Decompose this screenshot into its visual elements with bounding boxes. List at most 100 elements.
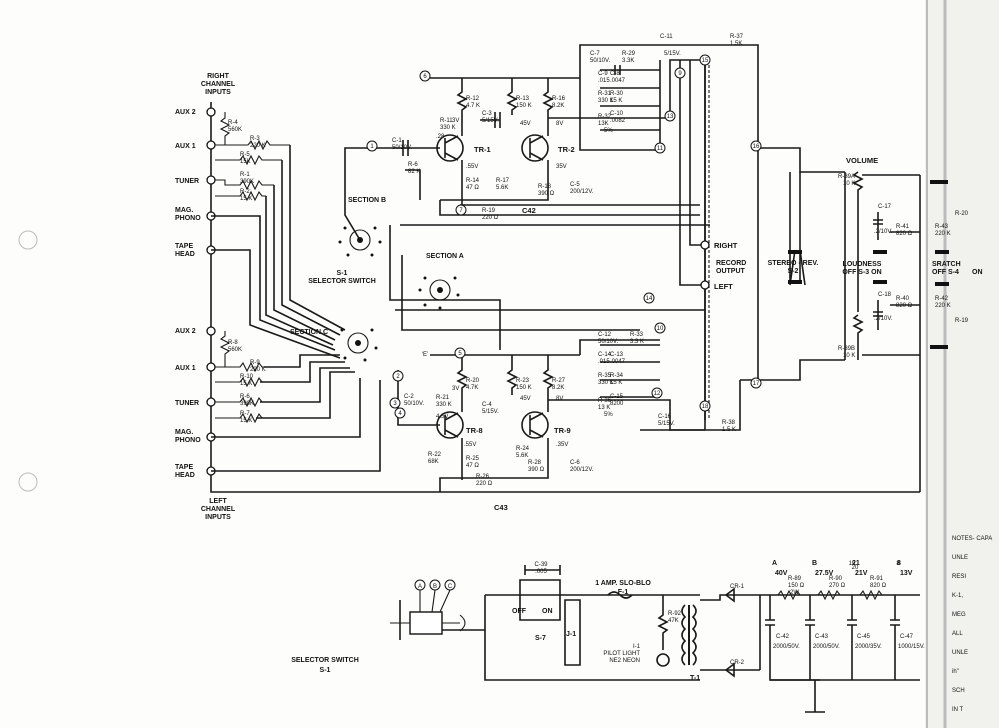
lower-part-14: R-21 [436,395,450,401]
input-label-right-6: HEAD [175,251,195,258]
loudness-label-0: LOUDNESS [843,261,882,268]
volume-part-3: 10 K [843,353,855,359]
lower-part-58: 8V [556,396,563,402]
supply-res-1: 150 Ω [788,583,805,589]
left-channel-inputs-label-0: LEFT [209,498,227,505]
supply-res-3: R-90 [829,576,843,582]
supply-res-0: R-89 [788,576,802,582]
switches-s2-s3-s4 [788,180,949,349]
right-output-label: RIGHT [714,241,738,250]
upper-part-35: 50/10V. [590,58,610,64]
input-label-left-0: AUX 2 [175,328,196,335]
volume-part-1: 10 K [843,181,855,187]
volume-part-14: R-42 [935,296,949,302]
upper-part-28: R-18 [538,184,552,190]
lower-part-60: .35V [556,442,568,448]
input-label-right-1: AUX 1 [175,143,196,150]
node-number-18: 19 [849,561,856,567]
j1-label: J-1 [566,631,576,638]
input-label-left-6: HEAD [175,472,195,479]
lower-part-28: R-24 [516,446,530,452]
upper-part-54: 1.5K [730,41,742,47]
lower-part-32: C-6 [570,460,580,466]
input-label-right-5: TAPE [175,243,193,250]
c39-label-1: .005 [535,569,547,575]
node-number-17: 8 [896,561,900,567]
knob-terminal-0: A [418,584,422,590]
lower-part-33: 200/12V. [570,467,594,473]
lower-part-12: R-22 [428,452,442,458]
upper-part-10: C-1 [392,138,402,144]
lower-part-21: 47 Ω [466,463,479,469]
supply-node-0: A [772,560,777,567]
volume-label: VOLUME [846,156,878,165]
upper-part-21: 47 Ω [466,185,479,191]
upper-part-31: 200/12V. [570,189,594,195]
node-number-16: 9 [678,71,682,77]
upper-part-48: 5% [604,128,613,134]
upper-part-14: R-11 [440,118,453,124]
node-number-11: 14 [646,296,653,302]
node-circle-10 [664,110,676,122]
volume-part-0: R-39A [838,174,855,180]
node-circle-5 [394,407,406,419]
node-circle-3 [392,370,404,382]
volume-part-10: R-40 [896,296,910,302]
cr2-label: CR-2 [730,660,745,666]
tr1-label: TR-1 [474,145,491,154]
node-number-5: 4 [398,411,402,417]
upper-part-9: 15 K [240,196,252,202]
upper-part-37: 3.3K [622,58,634,64]
notes-text-4: MEG [952,612,966,618]
upper-part-52: 5/15V. [664,51,681,57]
upper-part-16: R-12 [466,96,480,102]
volume-part-7: 820 Ω [896,231,913,237]
node-number-15: 18 [702,404,709,410]
supply-res-5: R-91 [870,576,884,582]
lower-part-23: 220 Ω [476,481,493,487]
lower-part-0: R-8 [228,340,238,346]
notes-text-1: UNLE [952,555,968,561]
left-output-label: LEFT [714,282,733,291]
node-number-1: 1 [370,144,374,150]
supply-res-2: 2W [790,590,799,596]
volume-section [758,147,921,492]
lower-part-53: R-38 [722,420,736,426]
tr9-label: TR-9 [554,426,571,435]
upper-part-50: .0082 [610,118,626,124]
node-number-7: 10 [657,326,664,332]
lower-part-10: C-2 [404,394,414,400]
section-b-label: SECTION B [348,197,386,204]
lower-part-20: R-25 [466,456,480,462]
upper-part-12: R-6 [408,162,418,168]
notes-text-0: NOTES- CAPA [952,536,992,542]
node-circle-2 [455,204,467,216]
lower-part-4: R-10 [240,374,254,380]
node-number-8: 11 [657,146,664,152]
lower-part-37: 3.3 K [630,339,644,345]
node-number-3: 2 [396,374,400,380]
upper-part-20: R-14 [466,178,480,184]
selector-knob-drawing [390,579,466,635]
upper-part-40: C-8 [610,71,620,77]
node-number-20: ‘E’ [422,352,429,358]
left-channel-inputs-label-1: CHANNEL [201,506,236,513]
volume-part-15: 220 K [935,303,951,309]
upper-part-8: R-2 [240,189,250,195]
upper-part-30: C-5 [570,182,580,188]
input-label-right-4: PHONO [175,215,201,222]
node-number-14: 17 [753,381,760,387]
s7-label: S-7 [535,635,546,642]
supply-resistors [777,589,883,601]
input-label-left-5: TAPE [175,464,193,471]
selector-switch-label-1: SELECTOR SWITCH [308,278,376,285]
lower-part-26: R-27 [552,378,566,384]
right-channel-inputs-label-2: INPUTS [205,89,231,96]
upper-part-49: C-10 [610,111,624,117]
fuse-label-0: 1 AMP. SLO-BLO [595,580,651,587]
volume-part-6: R-41 [896,224,910,230]
upper-part-44: R-30 [610,91,624,97]
c43-handwritten: C43 [494,503,508,512]
tr8-label: TR-8 [466,426,483,435]
upper-part-18: C-3 [482,111,492,117]
